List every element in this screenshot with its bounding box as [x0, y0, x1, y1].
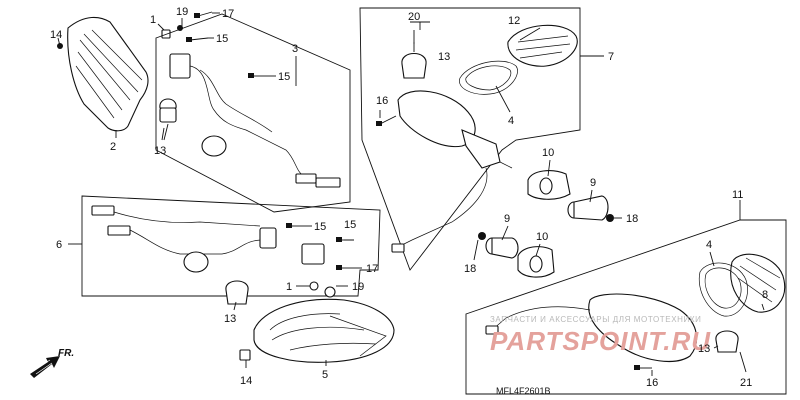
callout-17: 17 [366, 263, 378, 275]
callout-11: 11 [732, 189, 743, 201]
callout-4: 4 [706, 239, 712, 251]
front-direction-indicator: FR. [30, 348, 74, 378]
callout-9: 9 [590, 177, 596, 189]
rear-right-lens [730, 253, 786, 313]
front-right-box-outline [359, 7, 581, 271]
rear-harness [91, 205, 354, 273]
callout-20: 20 [408, 11, 420, 23]
rear-right-box-outline [465, 219, 787, 395]
callout-19: 19 [176, 6, 188, 18]
callout-1: 1 [150, 14, 156, 26]
front-right-gasket [459, 60, 518, 95]
callout-10: 10 [536, 231, 548, 243]
front-left-socket-harness [161, 25, 341, 188]
front-right-lens [507, 24, 578, 67]
diagram-code: MFL4F2601B [496, 386, 551, 396]
watermark-tagline: ЗАПЧАСТИ И АКСЕССУАРЫ ДЛЯ МОТОТЕХНИКИ [490, 315, 702, 324]
callout-10: 10 [542, 147, 554, 159]
callout-1: 1 [286, 281, 292, 293]
harness-box-outline [155, 13, 351, 213]
callout-6: 6 [56, 239, 62, 251]
callout-numbers: 1 19 17 14 15 15 3 2 13 20 12 7 13 16 4 … [50, 6, 768, 389]
callout-13: 13 [154, 145, 166, 157]
callout-15: 15 [314, 221, 326, 233]
mount-rubber-upper [527, 170, 571, 200]
leader-lines [68, 12, 765, 376]
callout-7: 7 [608, 51, 614, 63]
rear-right-gasket [698, 262, 748, 317]
callout-15: 15 [216, 33, 228, 45]
mount-collar-lower [478, 232, 519, 259]
callout-14: 14 [50, 29, 62, 41]
rear-harness-box-outline [81, 195, 381, 297]
callout-9: 9 [504, 213, 510, 225]
watermark: ЗАПЧАСТИ И АКСЕССУАРЫ ДЛЯ МОТОТЕХНИКИ PA… [490, 315, 711, 356]
rear-left-winker-body [239, 281, 395, 363]
callout-13: 13 [698, 343, 710, 355]
callout-16: 16 [376, 95, 388, 107]
screw-parts-top-left [186, 11, 268, 78]
callout-19: 19 [352, 281, 364, 293]
rear-right-winker-body [485, 293, 739, 370]
callout-14: 14 [240, 375, 252, 387]
front-right-winker-body [376, 90, 513, 253]
callout-3: 3 [292, 43, 298, 55]
callout-16: 16 [646, 377, 658, 389]
callout-13: 13 [438, 51, 450, 63]
callout-2: 2 [110, 141, 116, 153]
callout-18: 18 [626, 213, 638, 225]
watermark-brand: PARTSPOINT.RU [490, 326, 711, 356]
callout-17: 17 [222, 8, 234, 20]
front-left-winker-lens [57, 16, 149, 132]
front-right-bulb [401, 42, 427, 79]
callout-8: 8 [762, 289, 768, 301]
callout-18: 18 [464, 263, 476, 275]
callout-15: 15 [278, 71, 290, 83]
rear-left-bulb [225, 280, 249, 305]
mount-rubber-lower [517, 246, 555, 278]
callout-4: 4 [508, 115, 514, 127]
mount-collar-upper [567, 195, 614, 222]
front-direction-label: FR. [58, 348, 74, 359]
front-left-bulb [159, 98, 177, 141]
callout-12: 12 [508, 15, 520, 27]
callout-5: 5 [322, 369, 328, 381]
callout-13: 13 [224, 313, 236, 325]
callout-15: 15 [344, 219, 356, 231]
callout-21: 21 [740, 377, 752, 389]
